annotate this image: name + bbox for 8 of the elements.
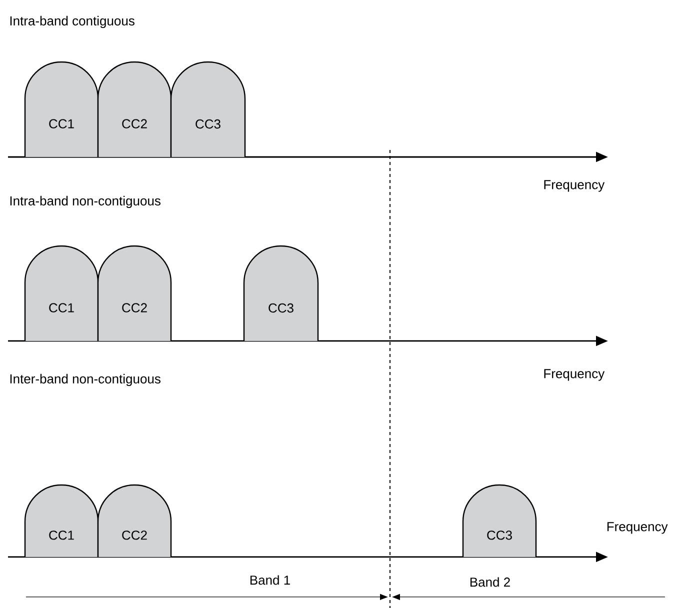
band-label: Band 2: [470, 577, 510, 587]
axis-label: Frequency: [544, 180, 605, 192]
row-title: Intra-band contiguous: [10, 16, 134, 28]
row-title: Intra-band non-contiguous: [10, 196, 160, 208]
axis-label: Frequency: [607, 522, 668, 534]
axis-label: Frequency: [544, 369, 605, 381]
band-label: Band 1: [250, 575, 290, 585]
row-title: Inter-band non-contiguous: [10, 374, 160, 386]
